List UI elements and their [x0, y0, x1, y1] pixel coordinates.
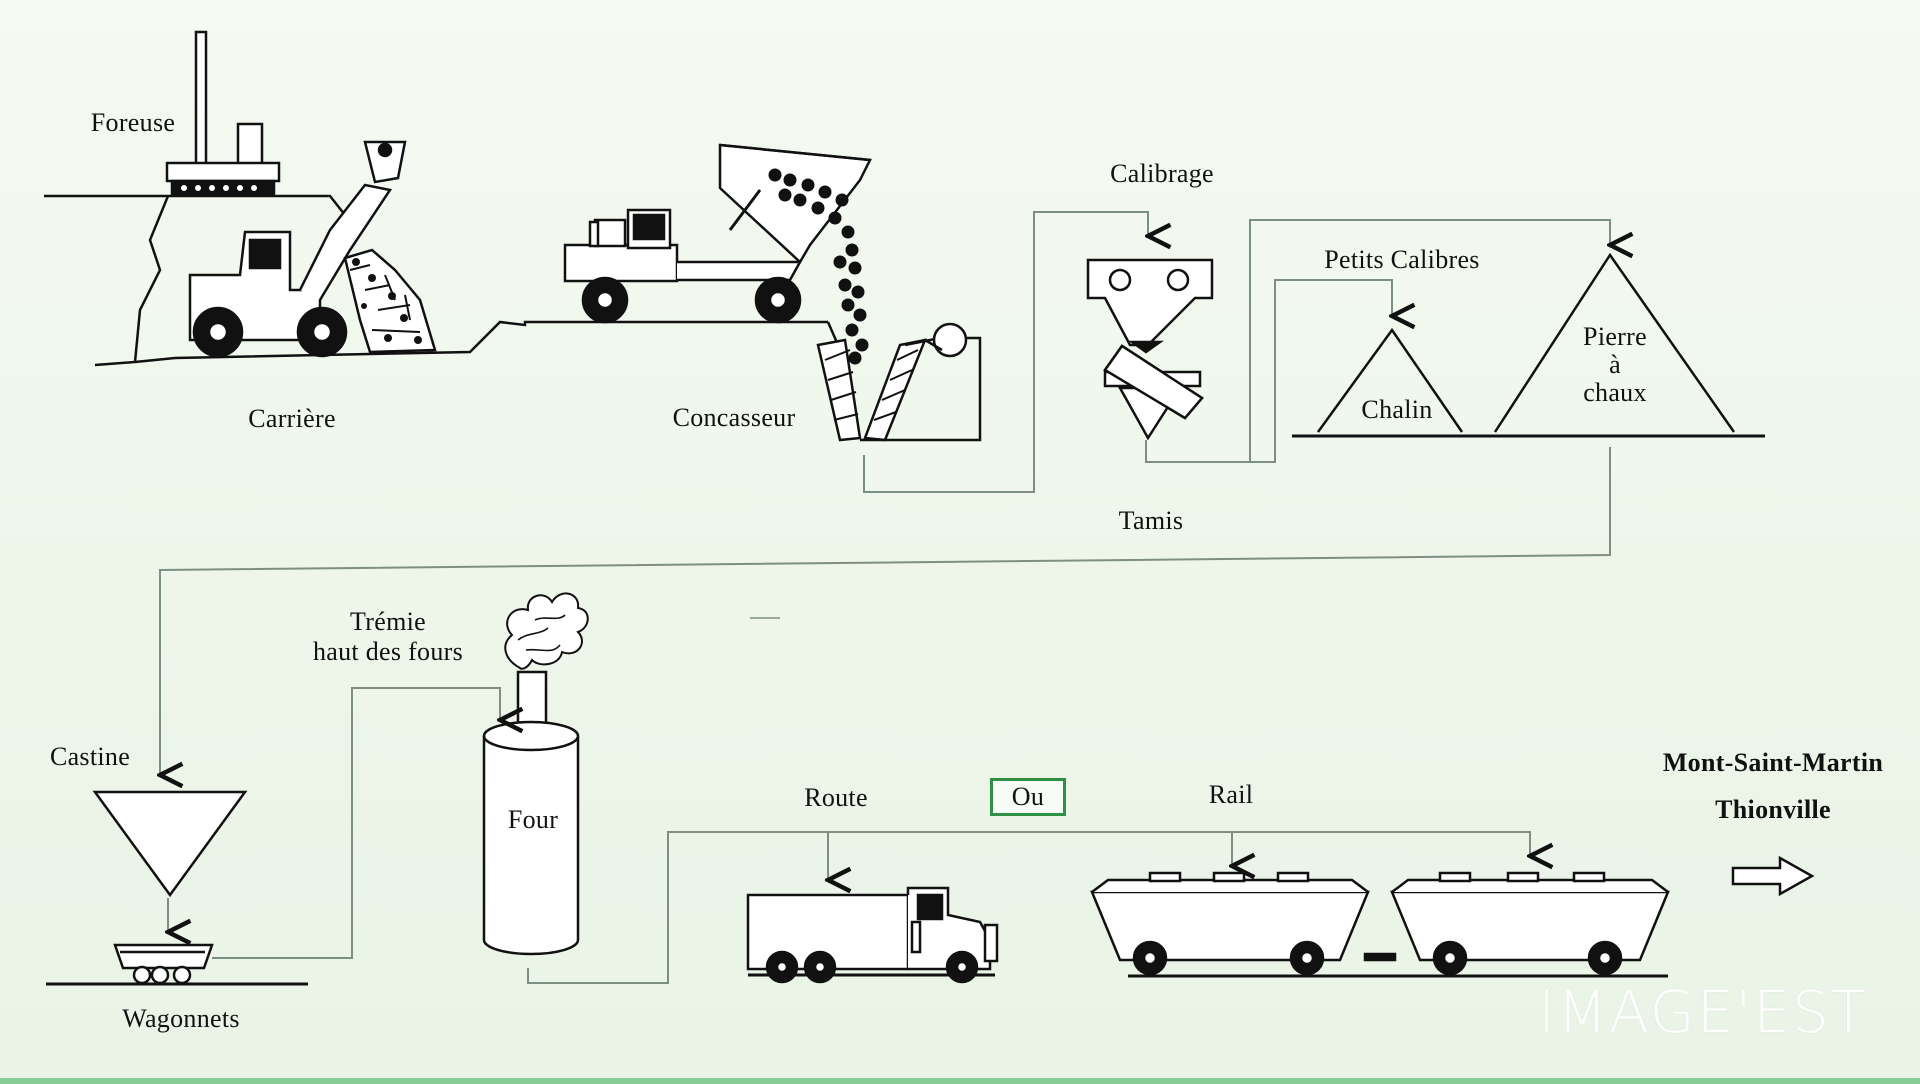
castine-hopper [92, 790, 248, 898]
label-carriere: Carrière [248, 404, 336, 433]
label-chalin: Chalin [1361, 395, 1433, 424]
label-concasseur: Concasseur [672, 403, 796, 432]
label-ou: Ou [1011, 782, 1045, 811]
drill-rig [165, 30, 281, 197]
rail-wagons [1090, 871, 1670, 978]
quarry-terrain [44, 194, 842, 367]
label-tamis: Tamis [1118, 506, 1184, 535]
sieve-machine [1086, 258, 1214, 441]
label-tremie: Trémie haut des fours [312, 607, 464, 666]
destination-arrow [1731, 855, 1815, 897]
lime-kiln [482, 592, 589, 956]
label-petits-calibres: Petits Calibres [1324, 245, 1480, 274]
label-rail: Rail [1208, 780, 1254, 809]
watermark-logo: IMAGE'EST [1538, 978, 1869, 1046]
dump-truck [563, 143, 872, 365]
chalin-heap [1316, 327, 1464, 433]
label-route: Route [804, 783, 868, 812]
label-four: Four [507, 805, 559, 834]
label-castine: Castine [49, 742, 131, 771]
ou-box [990, 778, 1066, 816]
label-destination-mont-saint-martin: Mont-Saint-Martin [1662, 748, 1884, 777]
flow-lines [160, 211, 1610, 984]
road-truck [746, 886, 999, 984]
label-calibrage: Calibrage [1110, 159, 1214, 188]
label-foreuse: Foreuse [90, 108, 176, 137]
wagonnet [46, 943, 308, 986]
wheel-loader [188, 140, 437, 358]
crusher [816, 322, 982, 442]
label-pierre-a-chaux: Pierre à chaux [1583, 322, 1647, 407]
label-wagonnets: Wagonnets [122, 1004, 240, 1033]
label-destination-thionville: Thionville [1715, 795, 1831, 824]
